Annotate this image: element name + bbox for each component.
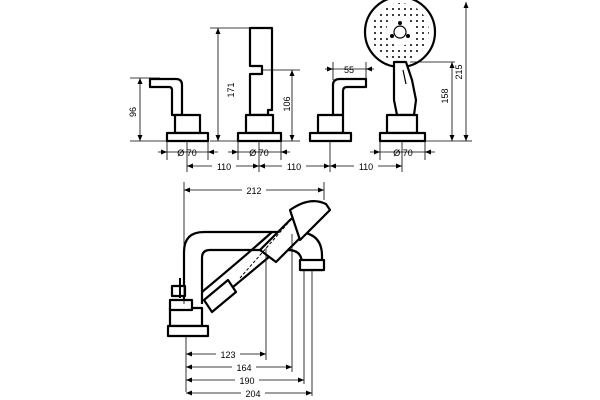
dimension-158-label: 158 (440, 88, 450, 103)
spacing-110-label-2: 110 (287, 162, 301, 172)
dimension-215-label: 215 (454, 64, 464, 79)
dimension-spacing-row: 110 110 110 (186, 141, 403, 172)
left-handle-view (148, 77, 210, 143)
dimension-164-label: 164 (236, 363, 251, 373)
dimension-204-label: 204 (245, 389, 260, 399)
dimension-shower-holder-height: 158 (410, 61, 460, 142)
spacing-110-label-3: 110 (359, 162, 373, 172)
dimension-handle-width: 55 (325, 62, 374, 80)
dimension-spout-outlet-height: 106 (262, 69, 300, 142)
spacing-110-label-1: 110 (217, 162, 231, 172)
hand-shower-view (363, 0, 437, 143)
side-view-assembly (166, 199, 332, 338)
dimension-190-label: 190 (239, 376, 254, 386)
right-handle-view (308, 77, 368, 143)
dimension-diameter-left: Ø 70 (158, 141, 218, 160)
dimension-123-label: 123 (220, 350, 235, 360)
dimension-spout-height: 171 (210, 27, 250, 142)
dimension-96-label: 96 (128, 107, 138, 117)
diameter-right-label: Ø 70 (393, 148, 413, 158)
dimension-handle-height: 96 (128, 77, 168, 142)
spout-view (236, 26, 283, 143)
dimension-projections: 123 164 190 204 (185, 234, 313, 399)
dimension-106-label: 106 (282, 96, 292, 111)
dimension-212: 212 (183, 182, 325, 304)
dimension-171-label: 171 (226, 82, 236, 97)
dimension-212-label: 212 (246, 186, 261, 196)
dimension-shower-total-height: 215 (454, 2, 472, 142)
dimension-55-label: 55 (344, 65, 354, 75)
dimension-diameter-right: Ø 70 (370, 141, 435, 160)
